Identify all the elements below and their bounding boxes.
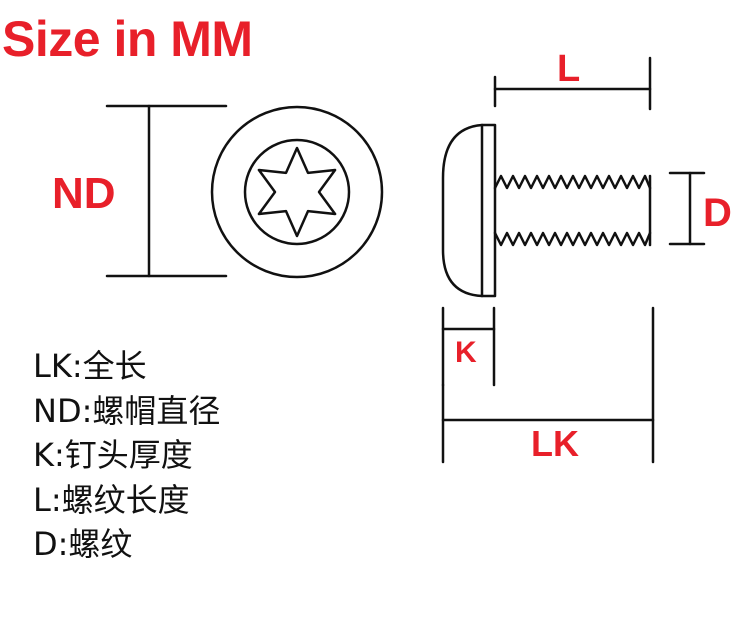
legend-item: LK:全长 xyxy=(33,344,220,389)
legend-meaning: 螺帽直径 xyxy=(92,391,221,430)
nd-dimension-lines xyxy=(105,104,228,278)
nd-label: ND xyxy=(52,169,116,218)
legend-separator: : xyxy=(57,525,69,563)
legend-code: D xyxy=(33,525,58,563)
d-label: D xyxy=(703,191,732,235)
k-dimension-lines xyxy=(441,306,496,387)
legend-separator: : xyxy=(71,347,83,385)
k-label: K xyxy=(455,336,477,369)
legend-item: L:螺纹长度 xyxy=(33,478,220,523)
legend-item: D:螺纹 xyxy=(33,522,220,567)
legend-separator: : xyxy=(53,436,65,474)
legend-separator: : xyxy=(81,391,93,430)
page-title: Size in MM xyxy=(2,11,253,67)
torx-head-top-view-icon xyxy=(210,105,384,279)
legend-code: LK xyxy=(33,347,72,385)
legend-list: LK:全长 ND:螺帽直径 K:钉头厚度 L:螺纹长度 D:螺纹 xyxy=(33,344,220,567)
button-head-screw-side-view-icon xyxy=(441,123,652,298)
legend-code: ND xyxy=(33,391,82,430)
thread-profile xyxy=(493,174,652,247)
legend-meaning: 螺纹 xyxy=(68,525,133,563)
legend-item: ND:螺帽直径 xyxy=(33,389,220,434)
legend-code: K xyxy=(33,436,54,474)
l-dimension-lines xyxy=(493,56,652,111)
torx-star-icon xyxy=(257,146,337,238)
legend-meaning: 钉头厚度 xyxy=(64,436,193,474)
legend-meaning: 螺纹长度 xyxy=(61,480,190,519)
legend-meaning: 全长 xyxy=(82,347,147,385)
lk-dimension-lines xyxy=(441,306,655,464)
d-dimension-lines xyxy=(668,171,706,246)
legend-code: L xyxy=(33,480,51,519)
legend-item: K:钉头厚度 xyxy=(33,433,220,478)
lk-label: LK xyxy=(531,423,579,464)
legend-separator: : xyxy=(50,480,62,519)
l-label: L xyxy=(557,48,581,90)
